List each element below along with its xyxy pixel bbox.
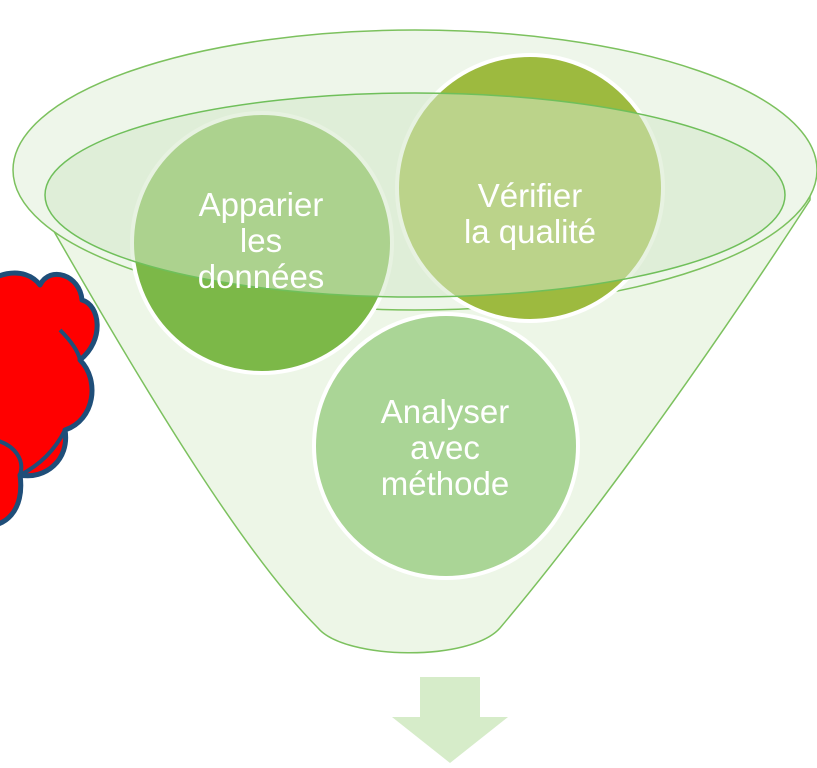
step-label-line: avec <box>410 429 480 466</box>
step-label-line: Apparier <box>198 186 324 223</box>
step-label-verifier: Vérifier la qualité <box>425 178 635 250</box>
step-label-apparier: Apparier les données <box>161 187 361 295</box>
step-label-line: données <box>197 258 325 295</box>
step-label-line: Analyser <box>380 393 510 430</box>
step-label-analyser: Analyser avec méthode <box>345 394 545 502</box>
step-label-line: la qualité <box>463 213 597 250</box>
step-label-line: méthode <box>380 465 510 502</box>
red-cloud-shape <box>0 270 100 526</box>
circle-analyser <box>312 312 580 580</box>
step-label-line: les <box>239 222 283 259</box>
step-label-line: Vérifier <box>477 177 583 214</box>
output-arrow <box>392 677 508 763</box>
funnel-inner-rim <box>44 92 786 298</box>
